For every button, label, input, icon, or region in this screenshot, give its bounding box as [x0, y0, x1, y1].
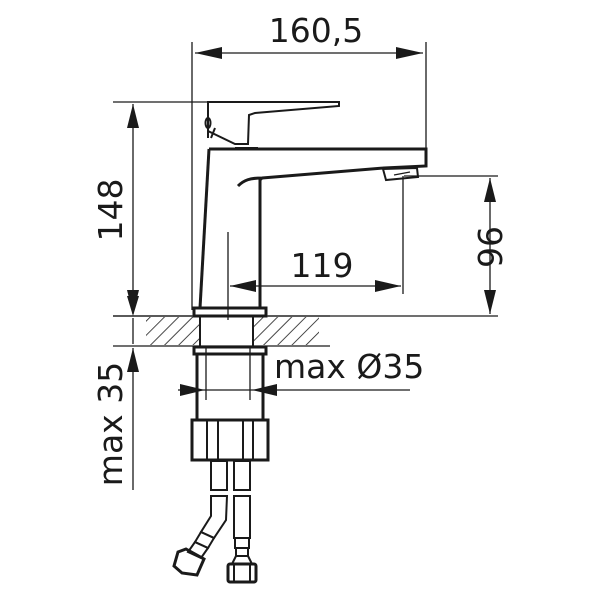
arrow-down-icon	[127, 296, 139, 316]
overall-length-label: 160,5	[269, 11, 363, 50]
countertop-section	[113, 315, 330, 347]
arrow-up-icon	[127, 104, 139, 128]
nut-chamfer	[247, 555, 253, 565]
lever-handle	[207, 101, 340, 145]
dimension-spout-reach: 119	[227, 176, 404, 320]
hose-left-lower	[199, 495, 229, 540]
spout	[209, 147, 428, 188]
braided-hoses	[172, 460, 258, 584]
total-height-label: 148	[91, 179, 130, 242]
hose-left-upper	[210, 460, 228, 491]
aerator	[381, 166, 420, 182]
arrow-down-icon	[484, 290, 496, 314]
hose-left-connector-nut	[172, 547, 206, 577]
nut-outline	[190, 418, 270, 462]
handle-pivot-icon	[204, 117, 212, 129]
body-front-edge	[198, 148, 211, 309]
arrow-left-icon	[195, 47, 222, 59]
arrow-right-icon	[375, 280, 401, 292]
handle-link	[210, 127, 216, 139]
arrow-up-icon	[484, 178, 496, 202]
body-back-edge	[258, 176, 264, 308]
hose-right-connector-nut	[226, 562, 258, 584]
tap-body	[192, 101, 428, 318]
spout-reach-label: 119	[291, 246, 354, 285]
dimension-overall-length: 160,5	[191, 11, 427, 310]
base-ring	[192, 306, 268, 318]
hose-right-lower	[233, 495, 251, 539]
hatch-right	[253, 317, 319, 345]
arrow-left-icon	[252, 384, 277, 396]
washer	[192, 345, 268, 356]
hatch-left	[146, 317, 200, 345]
hose-right-upper	[233, 460, 251, 491]
hose-right-neck	[235, 547, 249, 557]
aerator-detail	[393, 171, 411, 176]
mounting-shank	[192, 345, 268, 421]
hole-diameter-label: max Ø35	[274, 347, 424, 386]
arrow-right-icon	[180, 384, 205, 396]
arrow-left-icon	[230, 280, 256, 292]
fixing-nut	[190, 418, 270, 462]
dimension-total-height: 148	[91, 101, 208, 317]
arrow-right-icon	[396, 47, 423, 59]
spout-height-label: 96	[470, 226, 509, 268]
nut-chamfer	[231, 555, 237, 565]
max-deck-thickness-label: max 35	[91, 362, 130, 486]
hose-right-ferrule	[234, 537, 250, 549]
dimension-max-deck-thickness: max 35	[91, 296, 139, 490]
arrow-up-icon	[127, 348, 139, 372]
dimension-hole-diameter: max Ø35	[178, 347, 424, 396]
